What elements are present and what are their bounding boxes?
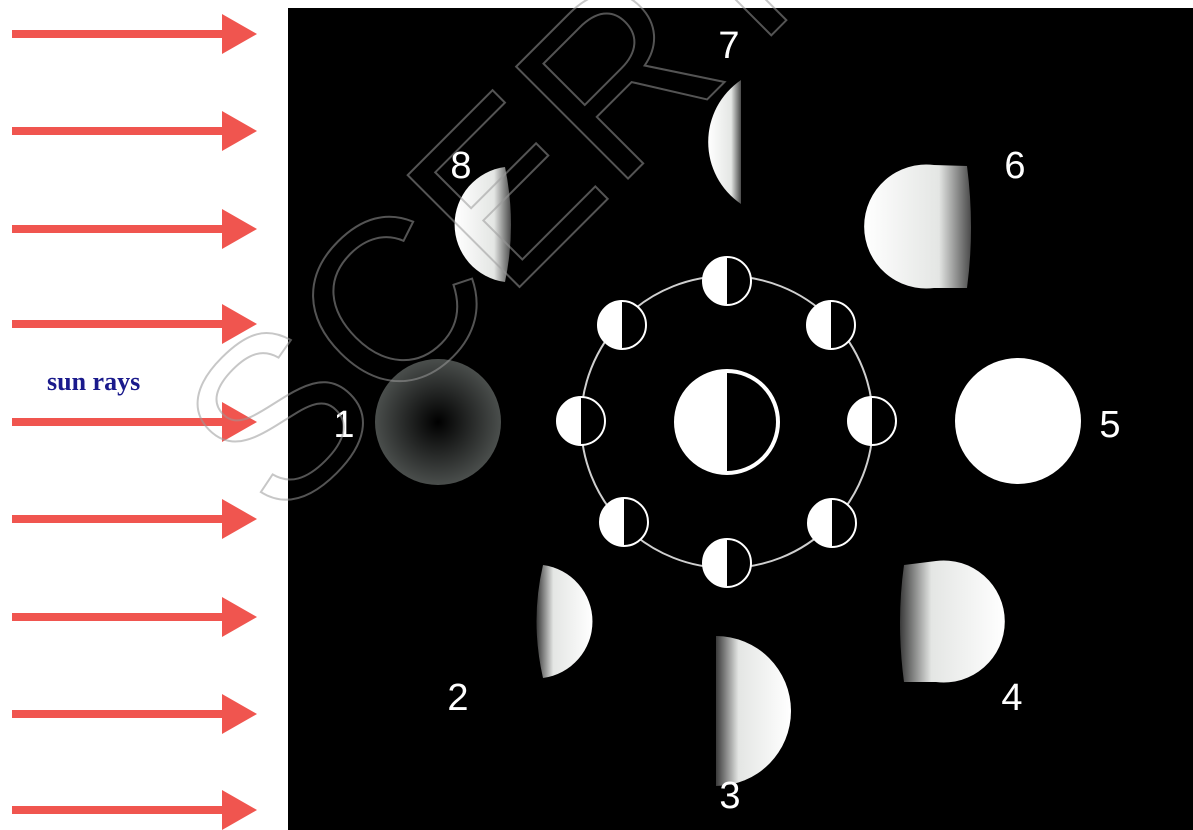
orbit-moon-right — [847, 396, 897, 446]
sun-rays-label: sun rays — [47, 367, 140, 396]
orbit-moon-top-left — [597, 300, 647, 350]
moon-phase-6-gibbous — [864, 164, 971, 289]
phase-label-4: 4 — [1001, 677, 1022, 719]
sun-ray-arrow — [12, 597, 257, 637]
orbit-moon-bottom — [702, 538, 752, 588]
sun-ray-arrow — [12, 111, 257, 151]
central-half-lit-disc — [674, 369, 780, 475]
moon-phase-8-crescent — [454, 167, 511, 282]
phase-label-6: 6 — [1004, 145, 1025, 187]
moon-phase-4-gibbous — [900, 560, 1005, 683]
orbit-moon-bottom-left — [599, 497, 649, 547]
orbit-moon-left — [556, 396, 606, 446]
phase-label-5: 5 — [1099, 404, 1120, 446]
moon-phase-3-quarter — [716, 636, 791, 786]
moon-phase-5-full — [955, 358, 1081, 484]
sun-rays — [12, 14, 257, 830]
phase-label-1: 1 — [333, 404, 354, 446]
sun-ray-arrow — [12, 499, 257, 539]
phase-label-7: 7 — [718, 25, 739, 67]
orbit-moon-top — [702, 256, 752, 306]
sun-ray-arrow — [12, 14, 257, 54]
sun-ray-arrow — [12, 694, 257, 734]
phase-label-8: 8 — [450, 145, 471, 187]
sun-ray-arrow — [12, 402, 257, 442]
sun-ray-arrow — [12, 209, 257, 249]
phase-label-2: 2 — [447, 677, 468, 719]
sun-ray-arrow — [12, 304, 257, 344]
sun-ray-arrow — [12, 790, 257, 830]
phase-label-3: 3 — [719, 775, 740, 817]
moon-phase-1-new — [375, 359, 501, 485]
moon-phase-2-crescent — [536, 565, 593, 678]
orbit-moon-bottom-right — [807, 498, 857, 548]
moon-phase-7-quarter — [708, 80, 741, 204]
orbit-moons — [556, 256, 897, 588]
orbit-moon-top-right — [806, 300, 856, 350]
